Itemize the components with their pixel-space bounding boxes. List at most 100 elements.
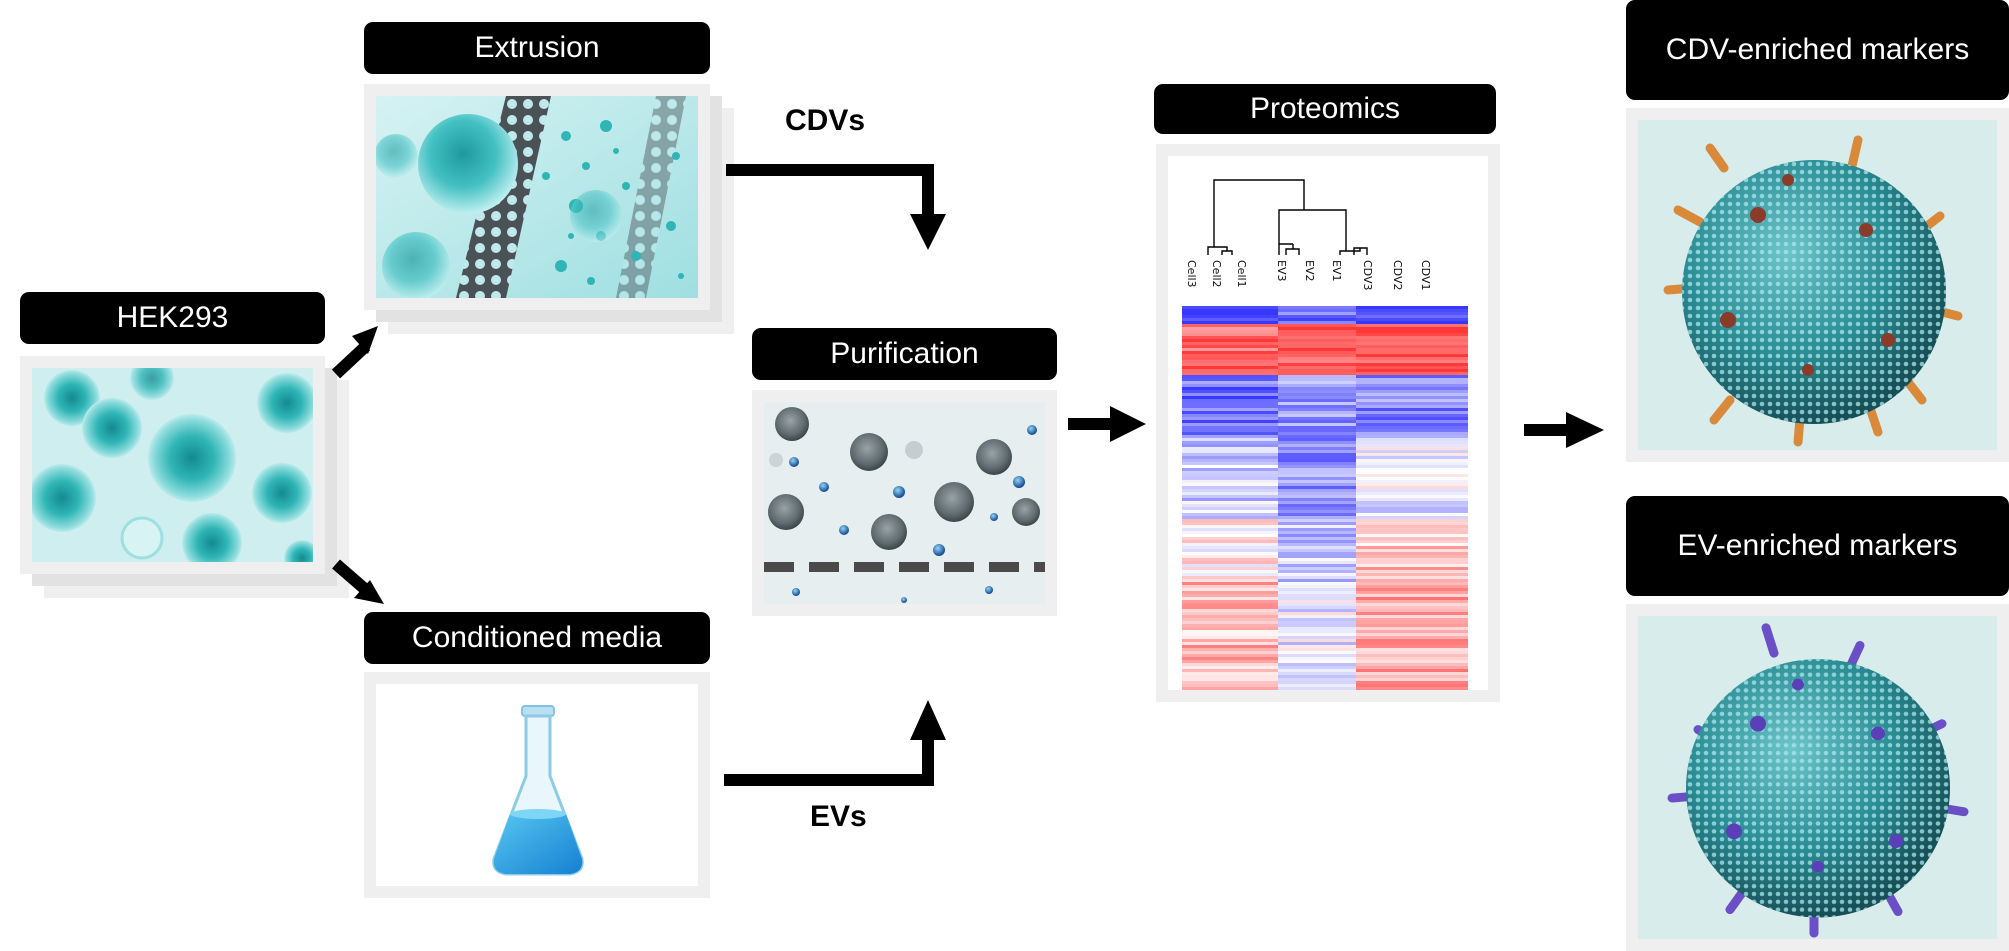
heatmap-cell bbox=[1278, 576, 1356, 579]
purification-label: Purification bbox=[752, 328, 1057, 380]
heatmap-cell bbox=[1278, 591, 1356, 594]
heatmap-cell bbox=[1182, 612, 1278, 615]
heatmap-cell bbox=[1356, 345, 1468, 348]
cdv-markers-panel bbox=[1626, 108, 2009, 462]
heatmap-cell bbox=[1356, 471, 1468, 474]
heatmap-cell bbox=[1278, 570, 1356, 573]
heatmap-cell bbox=[1182, 402, 1278, 405]
dendrogram-tree bbox=[1207, 179, 1368, 255]
heatmap-cell bbox=[1356, 354, 1468, 357]
heatmap-cell bbox=[1356, 609, 1468, 612]
heatmap-cell bbox=[1278, 522, 1356, 525]
heatmap-cell bbox=[1356, 390, 1468, 393]
heatmap-cell bbox=[1278, 468, 1356, 471]
heatmap-cell bbox=[1278, 564, 1356, 567]
heatmap-cell bbox=[1278, 498, 1356, 501]
heatmap-cell bbox=[1278, 519, 1356, 522]
heatmap-cell bbox=[1182, 399, 1278, 402]
heatmap-cell bbox=[1278, 486, 1356, 489]
heatmap-cell bbox=[1182, 633, 1278, 636]
heatmap-cell bbox=[1278, 594, 1356, 597]
heatmap-cell bbox=[1278, 618, 1356, 621]
heatmap-cell bbox=[1182, 468, 1278, 471]
heatmap-cell bbox=[1356, 621, 1468, 624]
heatmap-cell bbox=[1182, 585, 1278, 588]
heatmap-cell bbox=[1356, 630, 1468, 633]
heatmap-cell bbox=[1278, 633, 1356, 636]
heatmap-cell bbox=[1356, 645, 1468, 648]
heatmap-cell bbox=[1278, 327, 1356, 330]
heatmap-cell bbox=[1278, 672, 1356, 675]
sample-label-cdv1: CDV1 bbox=[1419, 260, 1432, 290]
heatmap-cell bbox=[1278, 423, 1356, 426]
heatmap-cell bbox=[1182, 309, 1278, 312]
heatmap-cell bbox=[1278, 579, 1356, 582]
heatmap-cell bbox=[1356, 381, 1468, 384]
extrusion-label: Extrusion bbox=[364, 22, 710, 74]
heatmap-cell bbox=[1278, 357, 1356, 360]
heatmap-cell bbox=[1278, 657, 1356, 660]
heatmap-cell bbox=[1278, 390, 1356, 393]
heatmap-cell bbox=[1356, 321, 1468, 324]
heatmap-cell bbox=[1356, 462, 1468, 465]
heatmap-cell bbox=[1356, 492, 1468, 495]
heatmap-cell bbox=[1182, 525, 1278, 528]
heatmap-cell bbox=[1182, 489, 1278, 492]
heatmap-cell bbox=[1182, 387, 1278, 390]
heatmap-cell bbox=[1182, 594, 1278, 597]
heatmap-cell bbox=[1278, 645, 1356, 648]
heatmap-cell bbox=[1356, 663, 1468, 666]
heatmap-cell bbox=[1182, 462, 1278, 465]
heatmap-cell bbox=[1182, 372, 1278, 375]
heatmap-cell bbox=[1356, 447, 1468, 450]
heatmap-cell bbox=[1356, 648, 1468, 651]
heatmap-cell bbox=[1356, 384, 1468, 387]
heatmap-cell bbox=[1182, 330, 1278, 333]
heatmap-cell bbox=[1278, 408, 1356, 411]
heatmap-cell bbox=[1356, 342, 1468, 345]
heatmap-cell bbox=[1278, 345, 1356, 348]
heatmap-cell bbox=[1182, 375, 1278, 378]
heatmap-cell bbox=[1356, 402, 1468, 405]
heatmap-cell bbox=[1278, 549, 1356, 552]
heatmap-cell bbox=[1182, 681, 1278, 684]
heatmap-cell bbox=[1182, 513, 1278, 516]
heatmap-cell bbox=[1182, 495, 1278, 498]
heatmap-cell bbox=[1278, 627, 1356, 630]
heatmap-cell bbox=[1356, 588, 1468, 591]
heatmap-cell bbox=[1278, 675, 1356, 678]
heatmap-cell bbox=[1356, 567, 1468, 570]
heatmap-cell bbox=[1182, 558, 1278, 561]
heatmap-cell bbox=[1278, 447, 1356, 450]
heatmap-cell bbox=[1278, 336, 1356, 339]
heatmap-cell bbox=[1182, 654, 1278, 657]
heatmap-cell bbox=[1356, 519, 1468, 522]
heatmap-cell bbox=[1356, 435, 1468, 438]
heatmap-cell bbox=[1356, 522, 1468, 525]
heatmap-cell bbox=[1278, 312, 1356, 315]
hek293-label: HEK293 bbox=[20, 292, 325, 344]
heatmap-cell bbox=[1182, 336, 1278, 339]
heatmap-cell bbox=[1278, 663, 1356, 666]
heatmap-cell bbox=[1182, 624, 1278, 627]
heatmap-cell bbox=[1356, 624, 1468, 627]
heatmap-cell bbox=[1278, 648, 1356, 651]
heatmap-cell bbox=[1182, 573, 1278, 576]
heatmap-cell bbox=[1356, 570, 1468, 573]
heatmap-cell bbox=[1278, 651, 1356, 654]
heatmap-cell bbox=[1356, 681, 1468, 684]
heatmap-cell bbox=[1356, 603, 1468, 606]
heatmap-cell bbox=[1182, 534, 1278, 537]
heatmap-cell bbox=[1182, 510, 1278, 513]
heatmap-cell bbox=[1182, 384, 1278, 387]
heatmap-cell bbox=[1278, 513, 1356, 516]
heatmap-cell bbox=[1356, 363, 1468, 366]
heatmap-cell bbox=[1356, 672, 1468, 675]
heatmap-cell bbox=[1182, 675, 1278, 678]
sample-label-cdv2: CDV2 bbox=[1391, 260, 1404, 290]
sample-label-cell3: Cell3 bbox=[1185, 260, 1198, 288]
heatmap-cell bbox=[1278, 324, 1356, 327]
heatmap-cell bbox=[1182, 591, 1278, 594]
